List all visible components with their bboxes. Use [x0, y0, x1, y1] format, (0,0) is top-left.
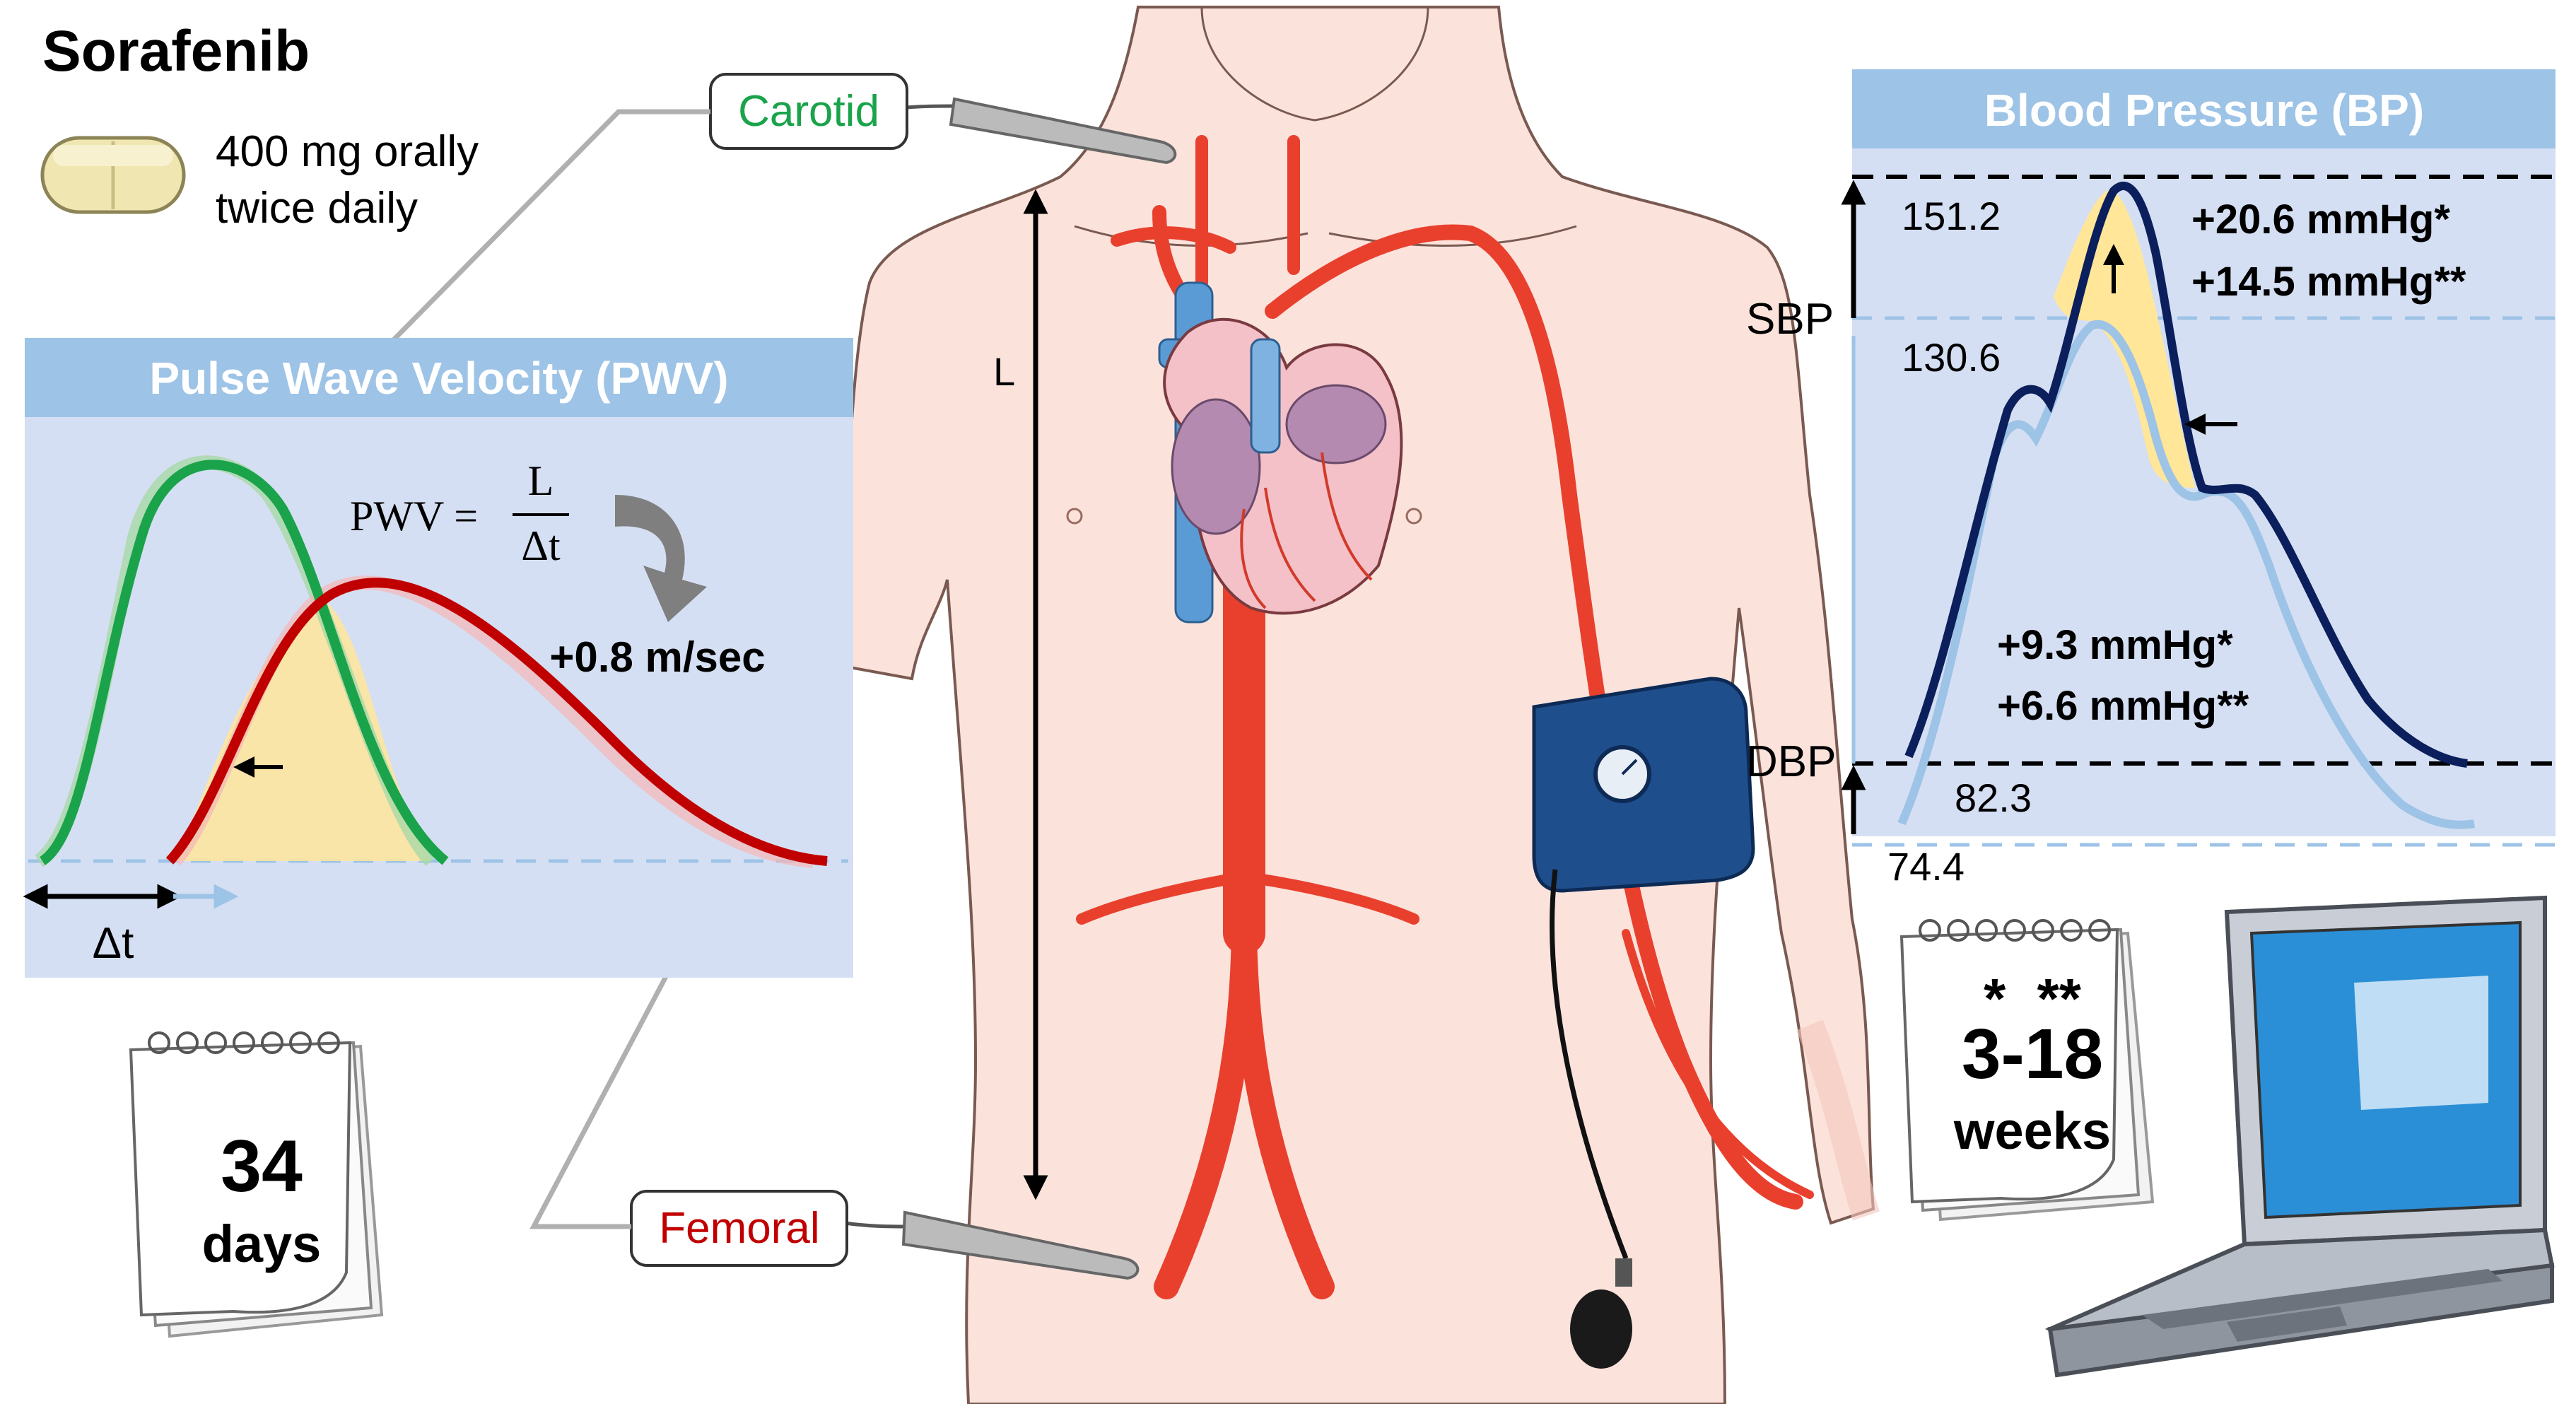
calendar-rings — [148, 1031, 340, 1054]
formula-denominator: Δt — [521, 522, 561, 569]
dbp-label: DBP — [1746, 737, 1836, 786]
carotid-wave — [39, 460, 449, 865]
dbp-change-1: +9.3 mmHg* — [1997, 622, 2233, 668]
bp-panel: Blood Pressure (BP) SBP DBP 151.2 130.6 … — [1746, 69, 2555, 889]
femoral-label: Femoral — [659, 1204, 819, 1253]
formula-numerator: L — [528, 457, 554, 504]
pill-icon — [40, 136, 186, 214]
sbp-base-value: 130.6 — [1902, 335, 2001, 380]
pwv-change: +0.8 m/sec — [549, 633, 765, 681]
calendar-right-marks: * ** — [1984, 967, 2082, 1030]
bulb-icon — [1570, 1289, 1632, 1369]
calendar-left-number: 34 — [221, 1125, 303, 1207]
arterial-tree — [1076, 135, 1814, 1299]
dbp-base-value: 74.4 — [1887, 844, 1965, 889]
sbp-change-1: +20.6 mmHg* — [2191, 197, 2450, 242]
calendar-right-unit: weeks — [1953, 1101, 2111, 1160]
length-label: L — [993, 349, 1015, 394]
dose-line-1: 400 mg orally — [216, 127, 479, 176]
calendar-right-number: 3-18 — [1962, 1014, 2103, 1094]
calendar-rings — [1919, 919, 2111, 942]
dose-line-2: twice daily — [216, 184, 418, 233]
drug-name: Sorafenib — [42, 19, 310, 83]
dbp-change-2: +6.6 mmHg** — [1997, 683, 2249, 729]
bp-cuff — [1532, 677, 1755, 1369]
pwv-panel: Pulse Wave Velocity (PWV) PWV = L Δt +0.… — [23, 338, 853, 978]
bp-title: Blood Pressure (BP) — [1984, 85, 2424, 136]
femoral-label-box: Femoral — [630, 1190, 848, 1267]
sbp-change-2: +14.5 mmHg** — [2191, 259, 2466, 305]
laptop-icon — [2044, 895, 2555, 1378]
carotid-label-box: Carotid — [709, 73, 908, 150]
left-nipple — [1066, 508, 1083, 525]
sbp-high-value: 151.2 — [1902, 194, 2001, 238]
curved-arrow-icon — [615, 495, 707, 622]
carotid-label: Carotid — [738, 87, 879, 136]
pwv-title: Pulse Wave Velocity (PWV) — [149, 353, 728, 404]
drug-legend: Sorafenib 400 mg orally twice daily — [40, 19, 479, 233]
delay-area — [175, 601, 431, 861]
right-nipple — [1405, 508, 1422, 525]
femoral-probe — [844, 1210, 1140, 1280]
sbp-label: SBP — [1746, 295, 1834, 344]
heart-illustration — [1163, 317, 1403, 615]
calendar-right: * ** 3-18 weeks — [1899, 919, 2155, 1222]
formula-lhs: PWV = — [350, 493, 478, 539]
calendar-left-unit: days — [202, 1215, 322, 1273]
dbp-high-value: 82.3 — [1955, 776, 2032, 820]
sorafenib-bp-wave — [1904, 182, 2468, 768]
delta-t-label: Δt — [93, 919, 134, 968]
femoral-wave — [165, 578, 828, 866]
femoral-connector — [529, 858, 731, 1229]
calendar-left: 34 days — [129, 1031, 384, 1338]
